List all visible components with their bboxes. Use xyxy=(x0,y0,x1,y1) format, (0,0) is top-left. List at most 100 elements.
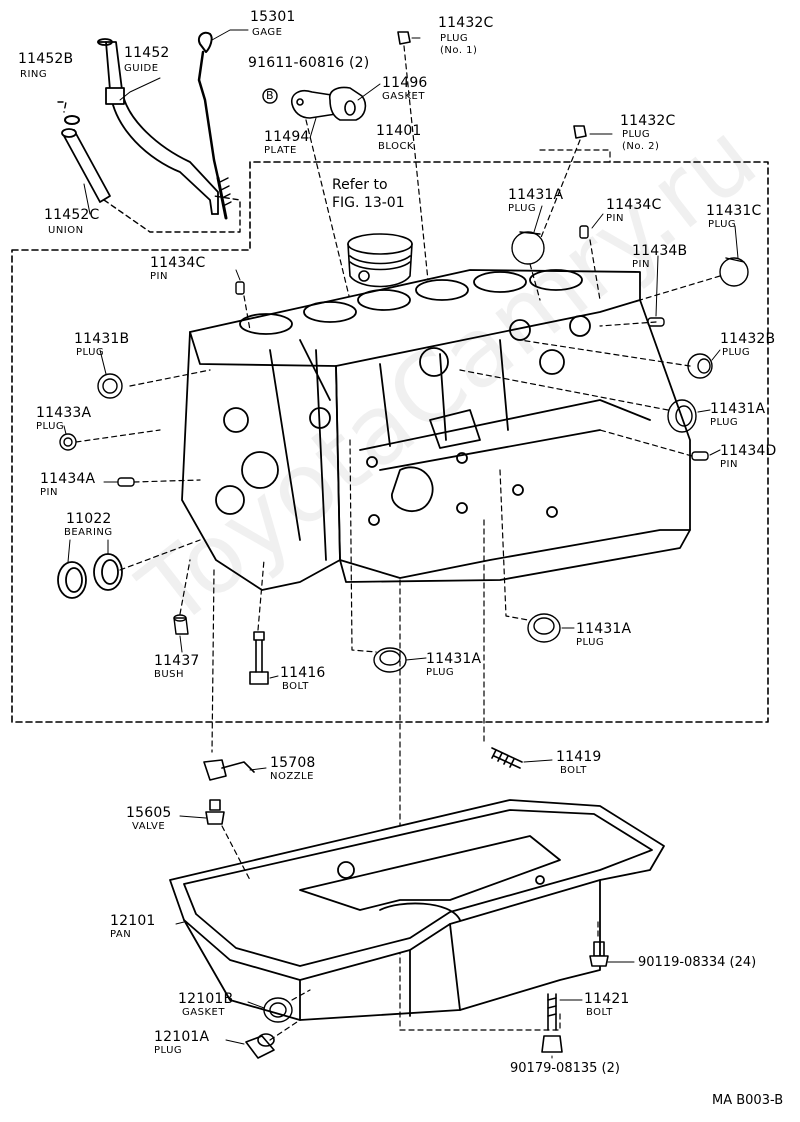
part-15708-name: NOZZLE xyxy=(270,771,314,782)
cylinder-block-icon xyxy=(181,269,691,591)
part-11431A-top-number[interactable]: 11431A xyxy=(508,187,564,203)
pin-11434A-icon xyxy=(117,477,135,487)
bolt-90119-icon xyxy=(589,941,609,967)
bearing-icon xyxy=(57,553,123,599)
reference-line2: FIG. 13-01 xyxy=(332,195,405,211)
part-11431A-lower-name: PLUG xyxy=(576,637,605,648)
pin-11434C-left-icon xyxy=(235,281,245,295)
bolt-b-icon xyxy=(262,88,278,104)
part-12101A-name: PLUG xyxy=(154,1045,183,1056)
leaders-block xyxy=(75,239,721,1031)
leaders-top xyxy=(305,45,611,301)
part-11452-name: GUIDE xyxy=(124,63,159,74)
part-11432C-2-number[interactable]: 11432C xyxy=(620,113,676,129)
part-11452B-name: RING xyxy=(20,69,48,80)
part-11452C-name: UNION xyxy=(48,225,84,236)
part-11431A-mid-number[interactable]: 11431A xyxy=(426,651,482,667)
part-11431A-top-name: PLUG xyxy=(508,203,537,214)
part-11432C-1-number[interactable]: 11432C xyxy=(438,15,494,31)
part-11421-name: BOLT xyxy=(586,1007,613,1018)
block-boundary xyxy=(11,161,769,723)
part-90179-number[interactable]: 90179-08135 (2) xyxy=(510,1061,620,1076)
plug-11432B-icon xyxy=(687,353,713,379)
part-11437-name: BUSH xyxy=(154,669,185,680)
plug-11431A-mid-icon xyxy=(373,647,407,673)
part-11431A-right-number[interactable]: 11431A xyxy=(710,401,766,417)
part-11434C-top-name: PIN xyxy=(606,213,624,224)
part-11431C-name: PLUG xyxy=(708,219,737,230)
part-11022-number[interactable]: 11022 xyxy=(66,511,112,527)
part-11419-name: BOLT xyxy=(560,765,587,776)
part-11433A-number[interactable]: 11433A xyxy=(36,405,92,421)
part-11434A-number[interactable]: 11434A xyxy=(40,471,96,487)
part-11452-number[interactable]: 11452 xyxy=(124,45,170,61)
part-15605-number[interactable]: 15605 xyxy=(126,805,172,821)
part-11432B-number[interactable]: 11432B xyxy=(720,331,776,347)
part-11431A-right-name: PLUG xyxy=(710,417,739,428)
part-90119-number[interactable]: 90119-08334 (24) xyxy=(638,955,757,970)
part-11434B-number[interactable]: 11434B xyxy=(632,243,688,259)
part-11432C-1-note: (No. 1) xyxy=(440,45,478,56)
nut-90179-icon xyxy=(541,1035,563,1053)
plug-no2-icon xyxy=(573,125,587,139)
part-11496-name: GASKET xyxy=(382,91,425,102)
part-11434D-name: PIN xyxy=(720,459,738,470)
part-11401-number[interactable]: 11401 xyxy=(376,123,422,139)
gasket-icon xyxy=(328,86,367,121)
part-11432C-2-name: PLUG xyxy=(622,129,651,140)
part-15708-number[interactable]: 15708 xyxy=(270,755,316,771)
plug-11431A-top-icon xyxy=(511,231,545,265)
part-11401-name: BLOCK xyxy=(378,141,414,152)
part-11416-number[interactable]: 11416 xyxy=(280,665,326,681)
part-11432C-1-name: PLUG xyxy=(440,33,469,44)
part-11433A-name: PLUG xyxy=(36,421,65,432)
part-91611-number[interactable]: 91611-60816 (2) xyxy=(248,55,370,71)
part-11496-number[interactable]: 11496 xyxy=(382,75,428,91)
part-11452B-number[interactable]: 11452B xyxy=(18,51,74,67)
part-12101-number[interactable]: 12101 xyxy=(110,913,156,929)
part-12101A-number[interactable]: 12101A xyxy=(154,1029,210,1045)
part-11432C-2-note: (No. 2) xyxy=(622,141,660,152)
gage-icon xyxy=(197,31,232,220)
plug-11431A-lower-icon xyxy=(527,613,561,643)
label-leaders xyxy=(63,29,739,1059)
part-11434D-number[interactable]: 11434D xyxy=(720,443,777,459)
plug-no1-icon xyxy=(397,31,411,45)
valve-icon xyxy=(205,799,225,825)
part-11431C-number[interactable]: 11431C xyxy=(706,203,762,219)
part-91611-marker: B xyxy=(266,89,275,102)
part-11494-name: PLATE xyxy=(264,145,297,156)
part-11431A-lower-number[interactable]: 11431A xyxy=(576,621,632,637)
bolt-11419-icon xyxy=(491,747,523,769)
part-11434B-name: PIN xyxy=(632,259,650,270)
pin-11434B-icon xyxy=(647,317,665,327)
part-11452C-number[interactable]: 11452C xyxy=(44,207,100,223)
part-11431B-number[interactable]: 11431B xyxy=(74,331,130,347)
diagram-code: MA B003-B xyxy=(712,1093,784,1108)
part-15605-name: VALVE xyxy=(132,821,166,832)
part-11421-number[interactable]: 11421 xyxy=(584,991,630,1007)
plug-11431B-icon xyxy=(97,373,123,399)
part-11434C-top-number[interactable]: 11434C xyxy=(606,197,662,213)
part-11022-name: BEARING xyxy=(64,527,113,538)
bush-icon xyxy=(173,614,189,635)
bolt-11421-icon xyxy=(547,993,557,1031)
part-11419-number[interactable]: 11419 xyxy=(556,749,602,765)
part-15301-number[interactable]: 15301 xyxy=(250,9,296,25)
part-11434C-left-number[interactable]: 11434C xyxy=(150,255,206,271)
plug-12101A-icon xyxy=(245,1033,275,1059)
part-11431A-mid-name: PLUG xyxy=(426,667,455,678)
part-11494-number[interactable]: 11494 xyxy=(264,129,310,145)
part-11437-number[interactable]: 11437 xyxy=(154,653,200,669)
ring-icon xyxy=(64,115,80,125)
union-dashed-lead xyxy=(57,101,241,233)
part-15301-name: GAGE xyxy=(252,27,283,38)
bolt-11416-icon xyxy=(249,631,269,685)
nozzle-icon xyxy=(203,759,255,781)
part-11434A-name: PIN xyxy=(40,487,58,498)
piston-icon xyxy=(347,233,413,288)
part-12101-name: PAN xyxy=(110,929,132,940)
part-12101B-number[interactable]: 12101B xyxy=(178,991,234,1007)
